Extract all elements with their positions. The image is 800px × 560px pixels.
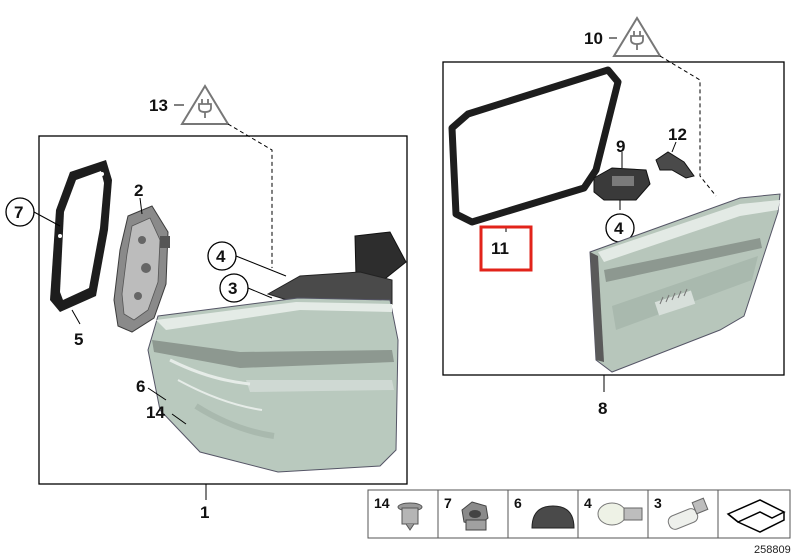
legend-number: 14 — [374, 495, 390, 511]
warning-triangle-icon — [180, 84, 230, 125]
legend-number: 6 — [514, 495, 522, 511]
legend-number: 4 — [584, 495, 592, 511]
inner-tail-lamp — [589, 193, 781, 373]
callout-1: 1 — [200, 503, 209, 522]
callout-14: 14 — [146, 403, 165, 422]
callout-4-left: 4 — [216, 247, 226, 266]
callout-3: 3 — [228, 279, 237, 298]
callout-8: 8 — [598, 399, 607, 418]
inner-lamp-gasket — [448, 66, 622, 226]
bulb-carrier — [113, 205, 170, 333]
bulb-icon — [597, 502, 643, 526]
callout-12: 12 — [668, 125, 687, 144]
callout-4-right: 4 — [614, 219, 624, 238]
outer-tail-lamp — [147, 231, 407, 473]
callout-7: 7 — [14, 203, 23, 222]
callout-9: 9 — [616, 137, 625, 156]
legend-number: 7 — [444, 495, 452, 511]
outer-light-group-frame — [38, 135, 408, 485]
callout-5: 5 — [74, 330, 83, 349]
push-rivet-icon — [397, 502, 423, 531]
legend-number: 3 — [654, 495, 662, 511]
wedge-bulb-icon — [667, 497, 709, 530]
inner-light-group-frame — [442, 61, 785, 376]
callout-6: 6 — [136, 377, 145, 396]
dome-cap-icon — [531, 505, 575, 529]
connector-plug — [655, 151, 695, 179]
callout-10: 10 — [584, 29, 603, 48]
hex-nut-icon — [461, 501, 489, 531]
highlight-box — [479, 225, 533, 272]
callout-11: 11 — [491, 239, 509, 258]
bulb-socket — [593, 167, 651, 201]
callout-2: 2 — [134, 181, 143, 200]
lamp-gasket — [50, 160, 112, 312]
warning-triangle-icon — [612, 16, 662, 57]
callout-13: 13 — [149, 96, 168, 115]
assembly-direction-icon — [726, 499, 786, 533]
legend-strip: 14 7 6 4 3 — [367, 489, 791, 539]
document-number: 258809 — [754, 544, 791, 556]
